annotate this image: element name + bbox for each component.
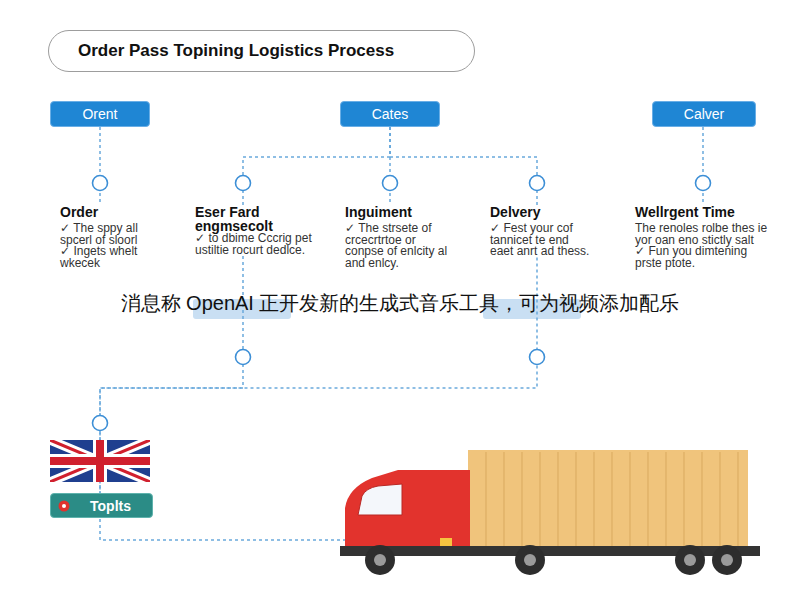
step-heading: Eser Fard bbox=[195, 205, 313, 219]
dotted-connector bbox=[243, 127, 390, 205]
step-column: Inguiment ✓ The strsete of crcecrtrtoe or… bbox=[345, 205, 453, 269]
junction-circle bbox=[236, 350, 251, 365]
button-label: Calver bbox=[684, 106, 724, 122]
step-text: ✓ Fun you dimtening prste ptote. bbox=[635, 246, 775, 269]
step-text: ✓ The sppy all spcerl of sloorl bbox=[60, 223, 160, 246]
header-button: Orent bbox=[50, 101, 150, 127]
junction-circle bbox=[530, 350, 545, 365]
dotted-connector bbox=[390, 127, 537, 205]
button-icon bbox=[62, 504, 66, 508]
dotted-connector bbox=[100, 258, 537, 494]
header-button: Cates bbox=[340, 101, 440, 127]
dotted-connector bbox=[100, 256, 243, 493]
step-column: Delvery ✓ Fest your cof tannicet te end e… bbox=[490, 205, 592, 258]
uk-flag bbox=[50, 440, 150, 482]
step-text: engmsecolt bbox=[195, 219, 313, 233]
button-label: Orent bbox=[82, 106, 117, 122]
terminal-button: Toplts bbox=[50, 493, 153, 518]
step-column: Eser Fardengmsecolt✓ to dbime Cccrig pet… bbox=[195, 205, 313, 256]
step-heading: Order bbox=[60, 205, 160, 219]
step-text: The renoles rolbe thes ie yor oan eno st… bbox=[635, 223, 775, 246]
dotted-connector bbox=[99, 127, 101, 205]
dotted-connector bbox=[389, 127, 391, 205]
junction-circle bbox=[93, 176, 108, 191]
watermark-text: 消息称 OpenAI 正开发新的生成式音乐工具，可为视频添加配乐 bbox=[0, 289, 800, 317]
hidden-box bbox=[193, 299, 291, 319]
step-heading: Inguiment bbox=[345, 205, 453, 219]
junction-circle bbox=[383, 176, 398, 191]
step-column: Order ✓ The sppy all spcerl of sloorl✓ In… bbox=[60, 205, 160, 269]
header-button: Calver bbox=[652, 101, 756, 127]
step-heading: Delvery bbox=[490, 205, 592, 219]
junction-circle bbox=[236, 176, 251, 191]
button-label: Cates bbox=[372, 106, 409, 122]
junction-circle bbox=[530, 176, 545, 191]
step-text: ✓ Ingets whelt wkecek bbox=[60, 246, 160, 269]
step-text: ✓ to dbime Cccrig pet ustiltie rocurt de… bbox=[195, 233, 313, 256]
button-label: Toplts bbox=[90, 498, 131, 514]
dotted-connector bbox=[702, 127, 704, 205]
title-pill: Order Pass Topining Logistics Process bbox=[48, 30, 475, 72]
button-icon bbox=[59, 501, 70, 512]
step-heading: Wellrgent Time bbox=[635, 205, 775, 219]
junction-circle bbox=[93, 416, 108, 431]
step-text: ✓ Fest your cof tannicet te end eaet anr… bbox=[490, 223, 592, 258]
step-column: Wellrgent TimeThe renoles rolbe thes ie … bbox=[635, 205, 775, 269]
step-text: ✓ The strsete of crcecrtrtoe or conpse o… bbox=[345, 223, 453, 269]
hidden-box bbox=[483, 299, 581, 319]
leader-line bbox=[100, 519, 345, 540]
truck-illustration bbox=[340, 450, 760, 575]
junction-circle bbox=[696, 176, 711, 191]
